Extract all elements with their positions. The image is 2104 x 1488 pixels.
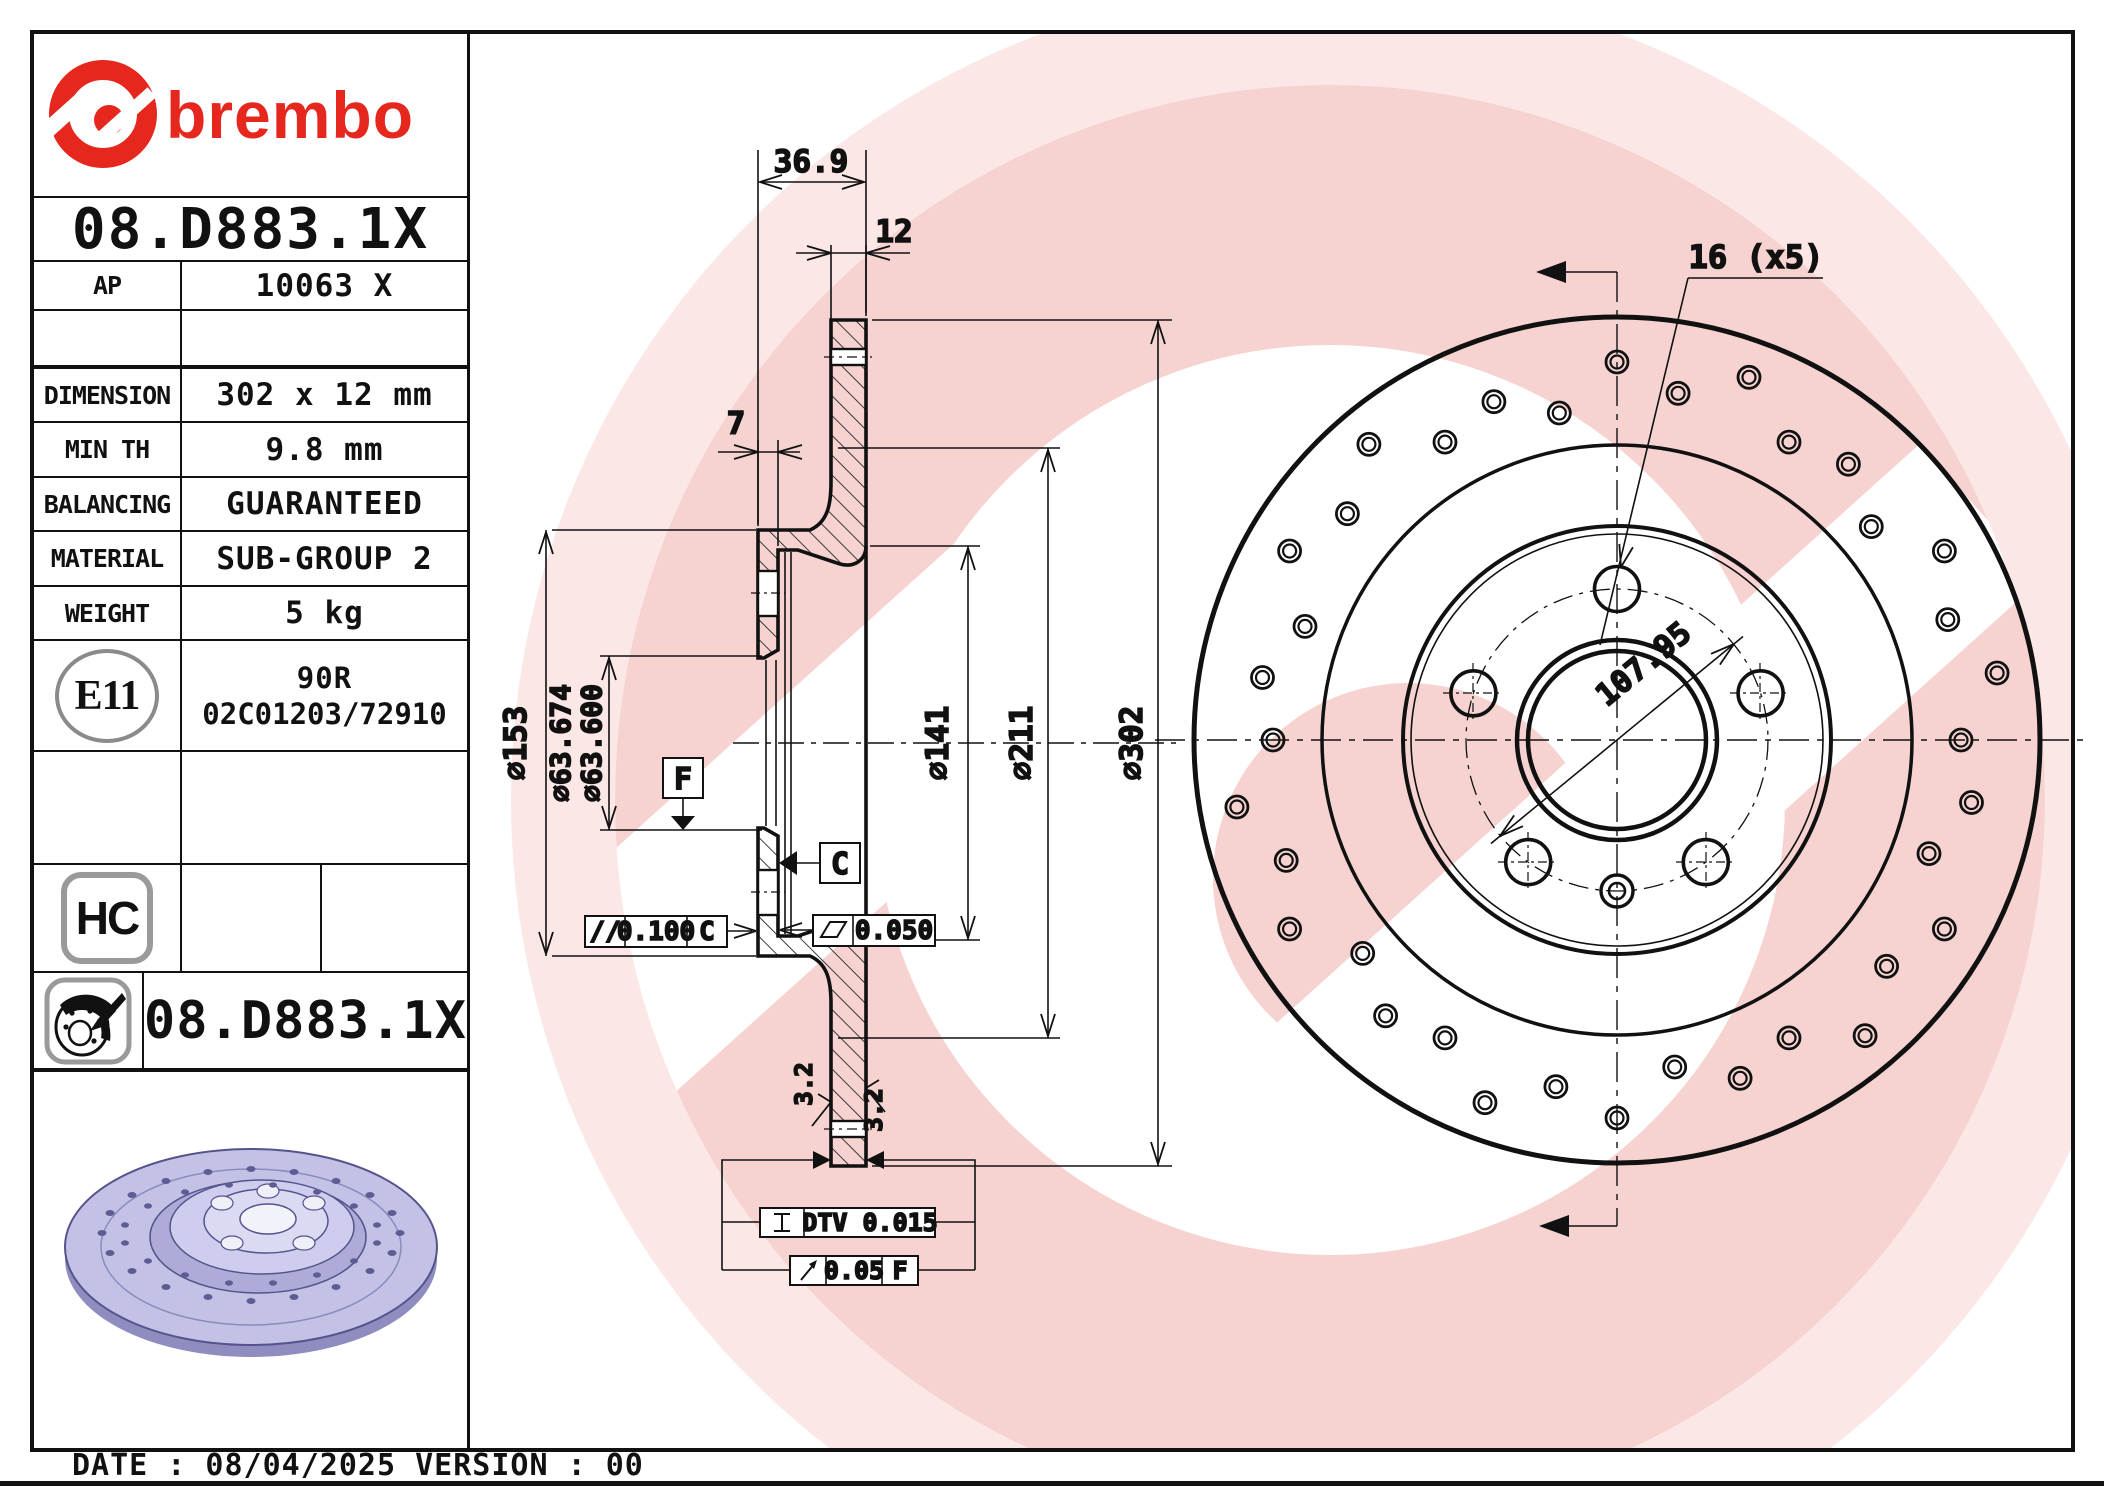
spec-row-material: MATERIAL SUB-GROUP 2 xyxy=(34,532,467,587)
approval-row: E11 90R 02C01203/72910 xyxy=(34,641,467,752)
dim-disc-thickness: 12 xyxy=(796,213,913,345)
brembo-logo-graphic: brembo xyxy=(40,60,414,168)
dim-hat-diameter-label: ⌀153 xyxy=(498,706,534,781)
datum-c-triangle-icon xyxy=(779,851,797,875)
callout-bolt-holes: 16 (x5) xyxy=(1599,237,1824,646)
spec-value: GUARANTEED xyxy=(226,486,423,522)
dim-disc-thickness-label: 12 xyxy=(875,214,912,250)
section-view: 36.9 12 7 ⌀153 ⌀63.674 ⌀63 xyxy=(497,143,1178,1286)
hc-badge-text: HC xyxy=(61,872,153,964)
part-number-bottom: 08.D883.1X xyxy=(143,990,467,1051)
dim-hat-thickness-label: 7 xyxy=(727,406,746,442)
hub-bore-circle xyxy=(1525,648,1709,832)
spec-label: WEIGHT xyxy=(34,587,182,639)
spec-value: SUB-GROUP 2 xyxy=(216,540,433,577)
datum-f-triangle-icon xyxy=(671,816,695,830)
dim-hat-diameter: ⌀153 xyxy=(497,529,756,957)
spec-label: MATERIAL xyxy=(34,532,182,585)
svg-text:0.050: 0.050 xyxy=(855,916,933,946)
spec-value: 9.8 mm xyxy=(265,431,384,468)
dtv-icon xyxy=(774,1213,790,1232)
spec-row-weight: WEIGHT 5 kg xyxy=(34,587,467,641)
section-arrow-bottom xyxy=(1539,1215,1617,1237)
dim-inner-back-diameter: ⌀141 xyxy=(870,545,980,941)
spec-row-min-th: MIN TH 9.8 mm xyxy=(34,423,467,478)
datum-c-label: C xyxy=(831,847,849,882)
empty-row xyxy=(34,752,467,865)
spec-label: DIMENSION xyxy=(34,369,182,421)
roughness-left-label: 3.2 xyxy=(790,1062,818,1105)
spec-row-balancing: BALANCING GUARANTEED xyxy=(34,478,467,532)
disc-icon xyxy=(34,973,144,1068)
title-block: brembo 08.D883.1X AP 10063 X DIMENSION 3… xyxy=(34,34,470,1448)
spec-value: 5 kg xyxy=(285,595,364,631)
gdt-dtv-runout: DTV 0.015 0.05 F xyxy=(721,1151,976,1286)
spec-row-ap: AP 10063 X xyxy=(34,262,467,311)
disc-render-row xyxy=(34,1072,467,1418)
dim-overall-width-label: 36.9 xyxy=(774,144,849,180)
svg-text:DTV 0.015: DTV 0.015 xyxy=(802,1208,937,1237)
disc-icon-graphic xyxy=(44,977,132,1064)
date-version-line: DATE : 08/04/2025 VERSION : 00 xyxy=(72,1448,644,1483)
hc-row: HC xyxy=(34,865,467,973)
part-number-header: 08.D883.1X xyxy=(34,196,467,262)
pin-hole xyxy=(1599,873,1635,909)
spec-row-dimension: DIMENSION 302 x 12 mm xyxy=(34,369,467,423)
roughness-left: 3.2 xyxy=(789,1062,832,1127)
dim-bore: ⌀63.674 ⌀63.600 xyxy=(543,655,762,831)
drill-holes xyxy=(1224,349,2010,1131)
dim-outer-diameter-label: ⌀302 xyxy=(1114,706,1150,781)
datum-f: F xyxy=(662,757,704,830)
outer-diameter-circle xyxy=(1191,314,2043,1166)
svg-text:C: C xyxy=(699,917,715,947)
bolt-holes-label: 16 (x5) xyxy=(1689,238,1824,276)
hat-edge-inner-circle xyxy=(1410,533,1824,947)
spec-value: 302 x 12 mm xyxy=(216,377,433,413)
friction-inner-circle xyxy=(1320,443,1914,1037)
part-number: 08.D883.1X xyxy=(71,196,430,262)
flatness-icon xyxy=(819,921,848,938)
hc-badge: HC xyxy=(34,865,182,971)
spec-label: AP xyxy=(34,262,182,309)
gdt-parallelism-frame: // 0.100 C xyxy=(584,915,757,948)
roughness-right-label: 3.2 xyxy=(860,1088,888,1131)
e11-badge: E11 xyxy=(34,641,182,750)
approval-line1: 90R xyxy=(296,660,353,695)
spec-label: BALANCING xyxy=(34,478,182,530)
dim-friction-inner-diameter: ⌀211 xyxy=(838,447,1060,1039)
svg-text:0.100: 0.100 xyxy=(617,917,695,947)
bolt-circle xyxy=(1465,588,1769,892)
dim-bore-min-label: ⌀63.600 xyxy=(575,684,608,802)
datum-c: C xyxy=(779,842,861,884)
spec-value: 10063 X xyxy=(255,267,394,304)
svg-text:F: F xyxy=(892,1256,907,1285)
disc-3d-render xyxy=(63,1148,438,1357)
section-arrow-top xyxy=(1536,261,1617,283)
dim-hat-thickness: 7 xyxy=(718,405,803,546)
dim-bore-max-label: ⌀63.674 xyxy=(544,684,577,802)
hat-edge-circle xyxy=(1401,524,1833,956)
brembo-wordmark: brembo xyxy=(166,78,414,152)
bottom-border xyxy=(0,1481,2104,1486)
spec-label: MIN TH xyxy=(34,423,182,476)
parallelism-icon: // xyxy=(589,917,620,947)
approval-line2: 02C01203/72910 xyxy=(202,696,447,731)
runout-icon xyxy=(800,1260,817,1281)
e11-badge-text: E11 xyxy=(55,648,159,743)
hub-ring-circle xyxy=(1514,637,1720,843)
datum-f-label: F xyxy=(674,762,692,797)
bolt-holes xyxy=(1443,564,1790,892)
brembo-logo: brembo xyxy=(34,34,467,198)
dim-friction-inner-label: ⌀211 xyxy=(1004,706,1040,781)
part-icon-row: 08.D883.1X xyxy=(34,973,467,1072)
drawing-frame xyxy=(30,30,2075,1452)
gdt-flatness-frame: 0.050 xyxy=(779,914,936,947)
dim-outer-diameter: ⌀302 xyxy=(872,319,1172,1167)
dim-inner-back-label: ⌀141 xyxy=(920,706,956,781)
roughness-right: 3.2 xyxy=(859,1079,889,1132)
svg-text:0.05: 0.05 xyxy=(824,1256,884,1285)
spec-row-empty xyxy=(34,311,467,369)
